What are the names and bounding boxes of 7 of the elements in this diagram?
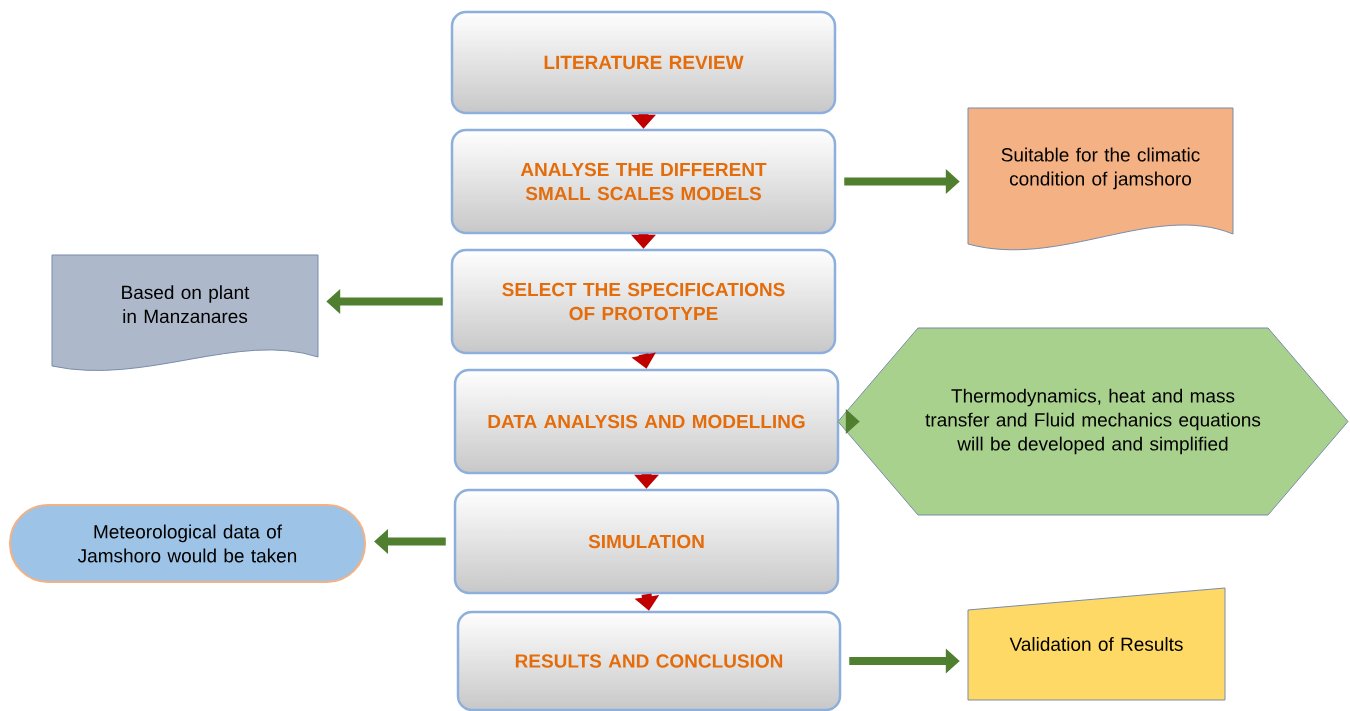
process-box: SIMULATION (453, 488, 840, 595)
process-box: DATA ANALYSIS AND MODELLING (453, 368, 840, 475)
process-box: ANALYSE THE DIFFERENT SMALL SCALES MODELS (450, 128, 837, 235)
process-box: LITERATURE REVIEW (450, 10, 837, 115)
process-box: RESULTS AND CONCLUSION (456, 610, 842, 711)
rounded-box: Meteorological data of Jamshoro would be taken (9, 504, 366, 583)
process-box: SELECT THE SPECIFICATIONS OF PROTOTYPE (450, 248, 837, 355)
